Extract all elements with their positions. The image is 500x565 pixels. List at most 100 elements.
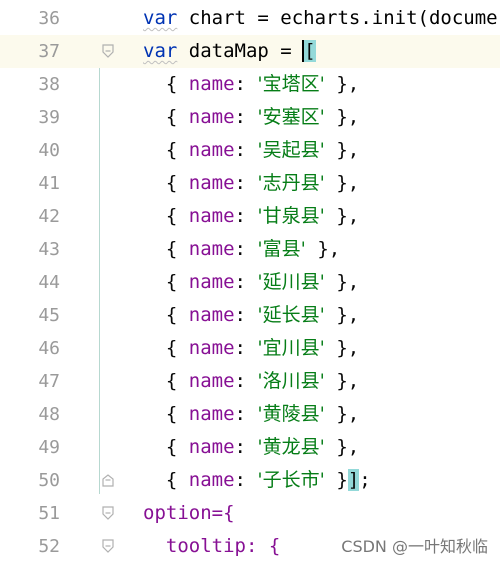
code-line[interactable]: 46 { name: '宜川县' },: [0, 332, 500, 365]
code-token: },: [324, 403, 360, 425]
code-line[interactable]: 43 { name: '富县' },: [0, 233, 500, 266]
code-token: },: [324, 271, 360, 293]
code-line[interactable]: 50 { name: '子长市' }];: [0, 464, 500, 497]
code-text[interactable]: { name: '洛川县' },: [143, 365, 359, 398]
fold-toggle-icon[interactable]: [101, 539, 115, 554]
colon-token: :: [234, 304, 258, 326]
code-line[interactable]: 40 { name: '吴起县' },: [0, 134, 500, 167]
code-token: }: [324, 469, 348, 491]
property-token: name: [188, 271, 235, 293]
code-token: tooltip: {: [143, 535, 281, 557]
code-text[interactable]: { name: '甘泉县' },: [143, 200, 359, 233]
line-number[interactable]: 40: [38, 140, 60, 161]
code-text[interactable]: { name: '黄龙县' },: [143, 431, 359, 464]
code-text[interactable]: { name: '志丹县' },: [143, 167, 359, 200]
colon-token: :: [234, 370, 258, 392]
property-token: name: [188, 337, 235, 359]
code-line[interactable]: 37 var dataMap = [: [0, 35, 500, 68]
line-number[interactable]: 36: [38, 8, 60, 29]
code-token: },: [324, 205, 360, 227]
line-number[interactable]: 47: [38, 371, 60, 392]
property-token: name: [188, 403, 235, 425]
property-token: name: [188, 73, 235, 95]
code-line[interactable]: 36 var chart = echarts.init(docume: [0, 2, 500, 35]
brace-token: {: [143, 205, 189, 227]
code-text[interactable]: tooltip: {: [143, 530, 280, 563]
code-token: },: [324, 172, 360, 194]
code-token: ;: [359, 469, 371, 491]
code-token: },: [324, 337, 360, 359]
code-line[interactable]: 45 { name: '延长县' },: [0, 299, 500, 332]
string-token: '宝塔区': [257, 73, 325, 95]
line-number[interactable]: 43: [38, 239, 60, 260]
line-number[interactable]: 39: [38, 107, 60, 128]
string-token: '吴起县': [257, 139, 325, 161]
brace-token: {: [143, 337, 189, 359]
line-number[interactable]: 49: [38, 437, 60, 458]
fold-toggle-icon[interactable]: [101, 506, 115, 521]
line-gutter: [0, 0, 124, 565]
brace-token: {: [143, 304, 189, 326]
code-token: option={: [143, 502, 235, 524]
brace-token: {: [143, 271, 189, 293]
line-number[interactable]: 37: [38, 41, 60, 62]
code-line[interactable]: 42 { name: '甘泉县' },: [0, 200, 500, 233]
line-number[interactable]: 42: [38, 206, 60, 227]
fold-toggle-icon[interactable]: [101, 44, 115, 59]
property-token: name: [188, 238, 235, 260]
colon-token: :: [234, 73, 258, 95]
code-text[interactable]: { name: '延川县' },: [143, 266, 359, 299]
code-line[interactable]: 51 option={: [0, 497, 500, 530]
code-text[interactable]: { name: '宜川县' },: [143, 332, 359, 365]
fold-end-icon[interactable]: [101, 473, 115, 488]
code-line[interactable]: 39 { name: '安塞区' },: [0, 101, 500, 134]
string-token: '志丹县': [257, 172, 325, 194]
code-text[interactable]: { name: '吴起县' },: [143, 134, 359, 167]
string-token: '黄龙县': [257, 436, 325, 458]
line-number[interactable]: 52: [38, 536, 60, 557]
code-text[interactable]: var chart = echarts.init(docume: [143, 2, 498, 35]
code-token: },: [324, 304, 360, 326]
code-token: },: [324, 370, 360, 392]
property-token: name: [188, 436, 235, 458]
line-number[interactable]: 46: [38, 338, 60, 359]
line-number[interactable]: 45: [38, 305, 60, 326]
colon-token: :: [234, 436, 258, 458]
code-text[interactable]: option={: [143, 497, 235, 530]
string-token: '安塞区': [257, 106, 325, 128]
code-text[interactable]: var dataMap = [: [143, 35, 316, 68]
string-token: '子长市': [257, 469, 325, 491]
code-token: chart = echarts.init(docume: [177, 7, 498, 29]
code-text[interactable]: { name: '宝塔区' },: [143, 68, 359, 101]
brace-token: {: [143, 469, 189, 491]
keyword-token: var: [143, 7, 178, 29]
line-number[interactable]: 50: [38, 470, 60, 491]
colon-token: :: [234, 469, 258, 491]
line-number[interactable]: 41: [38, 173, 60, 194]
code-text[interactable]: { name: '延长县' },: [143, 299, 359, 332]
property-token: name: [188, 205, 235, 227]
code-line[interactable]: 48 { name: '黄陵县' },: [0, 398, 500, 431]
code-text[interactable]: { name: '子长市' }];: [143, 464, 371, 497]
line-number[interactable]: 48: [38, 404, 60, 425]
string-token: '延川县': [257, 271, 325, 293]
brace-token: {: [143, 73, 189, 95]
matched-bracket: [: [302, 40, 316, 62]
colon-token: :: [234, 139, 258, 161]
brace-token: {: [143, 403, 189, 425]
code-line[interactable]: 38 { name: '宝塔区' },: [0, 68, 500, 101]
code-line[interactable]: 49 { name: '黄龙县' },: [0, 431, 500, 464]
line-number[interactable]: 51: [38, 503, 60, 524]
code-line[interactable]: 47 { name: '洛川县' },: [0, 365, 500, 398]
code-line[interactable]: 44 { name: '延川县' },: [0, 266, 500, 299]
code-line[interactable]: 41 { name: '志丹县' },: [0, 167, 500, 200]
property-token: name: [188, 106, 235, 128]
colon-token: :: [234, 337, 258, 359]
code-text[interactable]: { name: '安塞区' },: [143, 101, 359, 134]
line-number[interactable]: 38: [38, 74, 60, 95]
line-number[interactable]: 44: [38, 272, 60, 293]
code-text[interactable]: { name: '富县' },: [143, 233, 340, 266]
code-line[interactable]: 52 tooltip: {: [0, 530, 500, 563]
code-text[interactable]: { name: '黄陵县' },: [143, 398, 359, 431]
